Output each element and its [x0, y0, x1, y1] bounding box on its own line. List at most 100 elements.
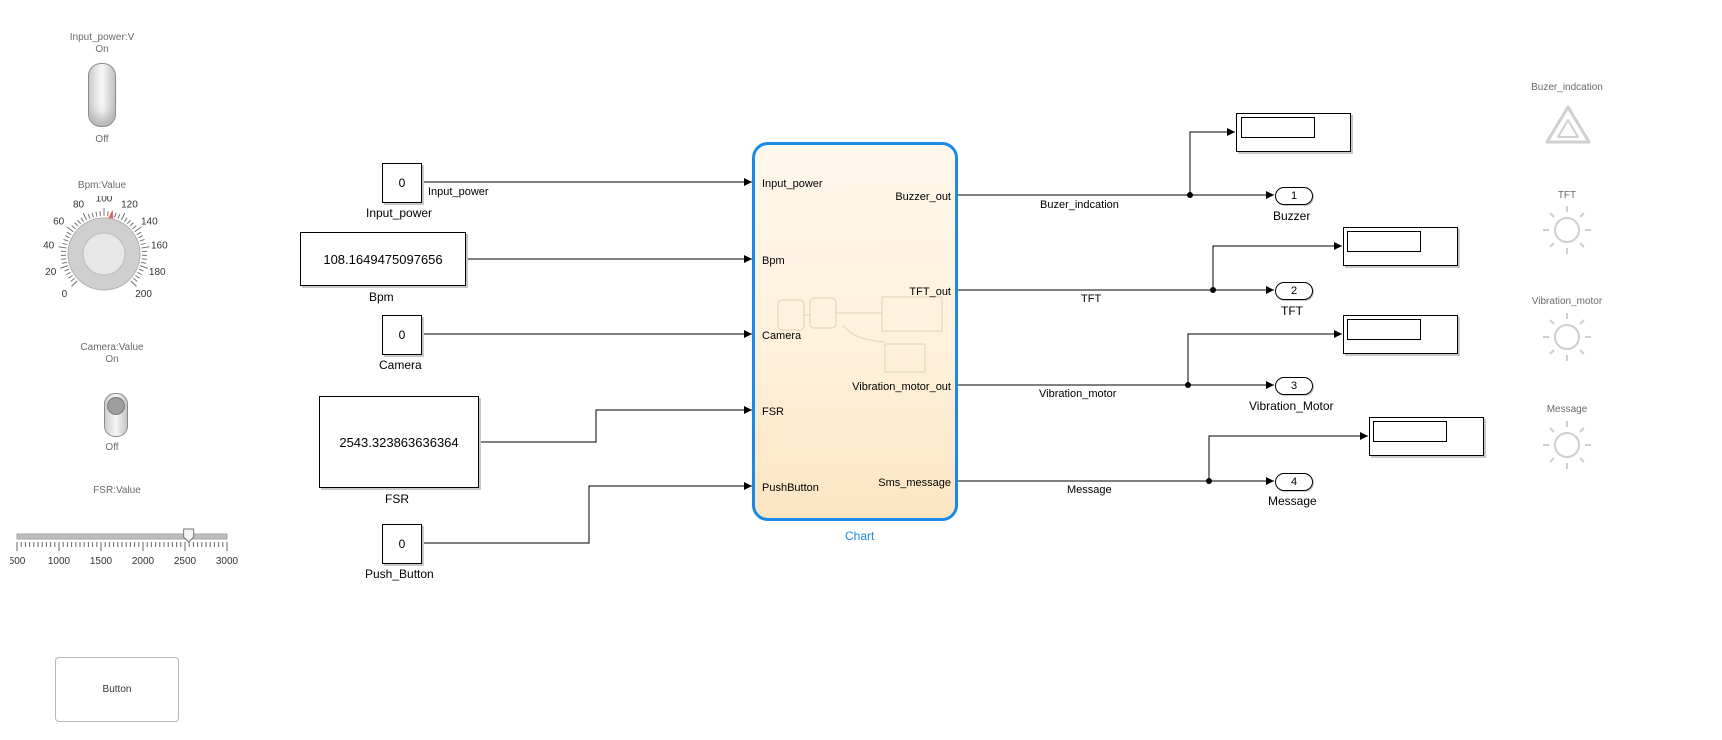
knob-tick — [114, 212, 117, 218]
knob-tick-label: 200 — [135, 289, 152, 300]
bpm-display-block[interactable]: 108.1649475097656 — [300, 232, 466, 286]
knob-tick — [134, 226, 142, 233]
vibration-display-block[interactable] — [1343, 315, 1458, 354]
buzzer-display-block[interactable] — [1236, 113, 1351, 152]
bpm-block-name: Bpm — [369, 290, 394, 304]
chart-inport-pushbutton: PushButton — [762, 482, 819, 494]
lamp-tft-title: TFT — [1557, 190, 1577, 201]
slider-tick-label: 1000 — [48, 556, 71, 567]
push-button[interactable]: Button — [55, 657, 179, 722]
knob-tick — [60, 265, 69, 269]
lamp-buzzer-title: Buzer_indcation — [1531, 82, 1603, 93]
knob-tick — [77, 219, 82, 225]
slider-title: FSR:Value — [93, 485, 141, 496]
knob-tick — [63, 238, 69, 242]
knob-tick — [64, 235, 70, 239]
fsr-display-block[interactable]: 2543.323863636364 — [319, 396, 479, 488]
input-power-constant-block[interactable]: 0 — [382, 163, 422, 203]
knob-tick — [117, 213, 121, 219]
knob-tick — [66, 226, 74, 233]
knob-tick — [91, 212, 94, 218]
warning-triangle-icon — [1545, 105, 1591, 144]
branch-point — [1206, 478, 1212, 484]
input-power-signal-label: Input_power — [428, 186, 489, 198]
tft-signal-label: TFT — [1081, 293, 1102, 305]
push-button-block-name: Push_Button — [365, 567, 434, 581]
knob-tick-label: 100 — [96, 196, 113, 205]
chart-block-name: Chart — [845, 529, 875, 543]
vibration-lamp-icon — [1543, 313, 1591, 361]
knob-tick-label: 160 — [151, 241, 168, 252]
knob-tick-label: 0 — [62, 289, 68, 300]
knob-tick — [141, 246, 150, 249]
knob-tick-label: 140 — [141, 217, 158, 228]
line-buzzer-branch — [1189, 128, 1235, 195]
camera-constant-block[interactable]: 0 — [382, 315, 422, 355]
buzzer-signal-label: Buzer_indcation — [1040, 199, 1119, 211]
line-fsr — [478, 406, 752, 443]
chart-preview-thumbnail — [777, 296, 943, 373]
knob-tick — [70, 277, 76, 282]
toggle-on-label: On — [95, 44, 109, 55]
outport-vibration-name: Vibration_Motor — [1249, 399, 1334, 413]
knob-tick — [82, 212, 88, 221]
chart-outport-tft: TFT_out — [909, 286, 951, 298]
knob-tick — [130, 280, 137, 287]
chart-inport-camera: Camera — [762, 330, 802, 342]
knob-tick — [74, 222, 79, 227]
outport-tft[interactable]: 2 — [1275, 282, 1313, 300]
message-lamp-icon — [1543, 421, 1591, 469]
slider-tick-label: 500 — [10, 556, 26, 567]
knob-tick — [68, 274, 73, 279]
push-button-constant-block[interactable]: 0 — [382, 524, 422, 564]
knob-tick — [64, 268, 70, 272]
knob-title: Bpm:Value — [77, 180, 127, 191]
knob-tick — [61, 258, 67, 260]
camera-rocker-switch[interactable] — [104, 393, 128, 437]
message-display-block[interactable] — [1369, 417, 1484, 456]
chart-block[interactable]: Input_power Bpm Camera FSR PushButton Bu… — [752, 142, 958, 521]
display-value-field — [1347, 231, 1421, 252]
display-value-field — [1241, 117, 1315, 138]
knob-tick-label: 40 — [43, 241, 55, 252]
branch-point — [1187, 192, 1193, 198]
chart-inport-fsr: FSR — [762, 406, 784, 418]
camera-block-name: Camera — [379, 358, 422, 372]
knob-tick — [138, 268, 144, 272]
knob-tick — [135, 274, 140, 279]
outport-tft-name: TFT — [1281, 304, 1303, 318]
knob-tick — [137, 271, 142, 276]
knob-tick — [139, 265, 148, 269]
knob-tick — [140, 261, 147, 264]
knob-tick-label: 20 — [45, 267, 57, 278]
knob-tick — [61, 261, 68, 264]
line-tft-branch — [1212, 242, 1342, 290]
vibration-signal-label: Vibration_motor — [1039, 388, 1117, 400]
branch-point — [1210, 287, 1216, 293]
chart-inport-input-power: Input_power — [762, 178, 823, 190]
lamp-vibration-title: Vibration_motor — [1531, 296, 1603, 307]
chart-inport-bpm: Bpm — [762, 255, 785, 267]
input-power-block-name: Input_power — [366, 206, 433, 220]
line-vibration-branch — [1187, 330, 1342, 385]
knob-tick-label: 120 — [121, 200, 138, 211]
knob-tick — [123, 217, 128, 223]
outport-vibration[interactable]: 3 — [1275, 377, 1313, 395]
chart-outport-sms: Sms_message — [878, 477, 951, 489]
slider-tick-label: 2000 — [132, 556, 155, 567]
outport-message[interactable]: 4 — [1275, 473, 1313, 491]
knob-tick — [87, 213, 91, 219]
slider-tick-label: 1500 — [90, 556, 113, 567]
outport-buzzer[interactable]: 1 — [1275, 187, 1313, 205]
tft-display-block[interactable] — [1343, 227, 1458, 266]
knob-tick — [120, 212, 126, 221]
knob-tick — [132, 277, 138, 282]
knob-tick — [141, 258, 147, 260]
toggle-off-label: Off — [95, 134, 109, 145]
knob-tick — [136, 231, 142, 236]
input-power-toggle-switch[interactable] — [88, 63, 116, 127]
knob-tick — [66, 271, 71, 276]
